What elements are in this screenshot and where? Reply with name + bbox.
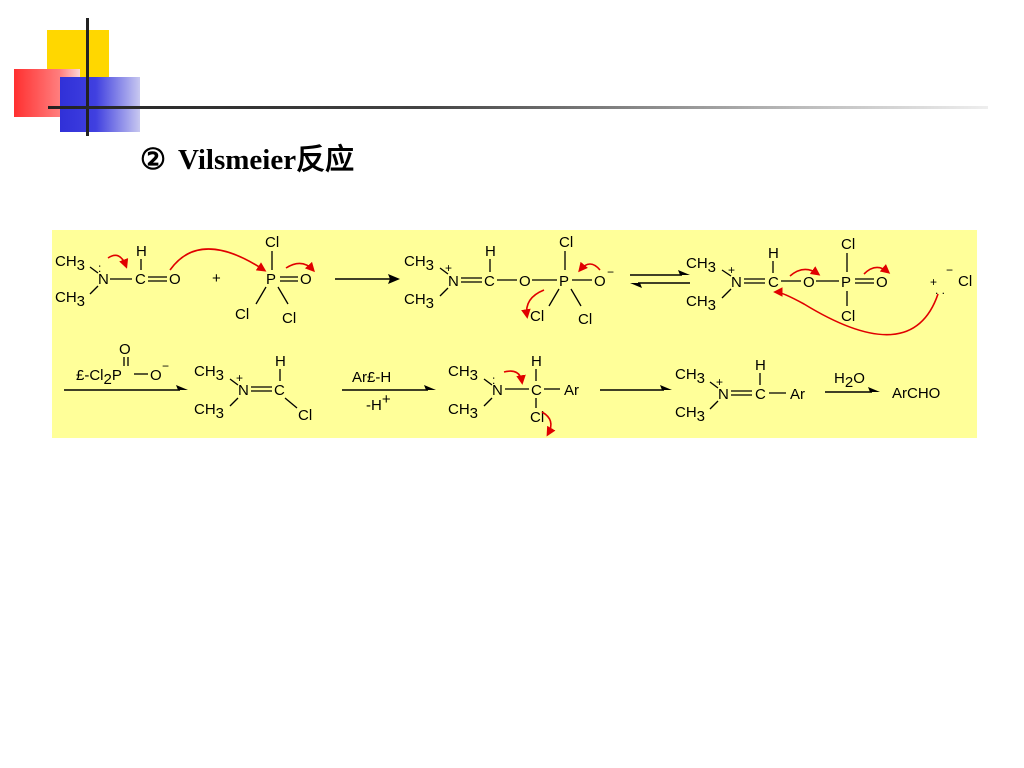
svg-text:CH3: CH3	[194, 363, 224, 384]
svg-text:H: H	[136, 243, 147, 260]
svg-text:CH3: CH3	[404, 253, 434, 274]
svg-text:-H+: -H+	[366, 391, 391, 414]
svg-text:C: C	[531, 382, 542, 399]
svg-text:H: H	[768, 245, 779, 262]
svg-text:Cl: Cl	[559, 234, 573, 251]
svg-text:H: H	[485, 243, 496, 260]
svg-text:C: C	[768, 274, 779, 291]
svg-text:−: −	[607, 265, 614, 279]
svg-text:O: O	[150, 367, 162, 384]
svg-text:O: O	[594, 273, 606, 290]
title-text: Vilsmeier反应	[178, 144, 355, 176]
svg-text:+: +	[445, 261, 452, 275]
svg-text:N: N	[238, 382, 249, 399]
svg-text:C: C	[274, 382, 285, 399]
product-archo: ArCHO	[892, 385, 940, 402]
svg-text:N: N	[492, 382, 503, 399]
svg-text:C: C	[755, 386, 766, 403]
pocl3-molecule: Cl P O Cl Cl	[169, 234, 315, 327]
intermediate-2: CH3 CH3 + N C H O Cl P O Cl	[686, 236, 891, 325]
reaction-scheme: CH3 CH3 N : C H O + Cl P O Cl Cl CH3	[55, 234, 972, 437]
chloride-ion: − + . . Cl	[773, 263, 972, 336]
intermediate-1: CH3 CH3 + N C H O Cl P O − Cl Cl	[404, 234, 614, 328]
svg-text:O: O	[300, 271, 312, 288]
iminium-chloride: CH3 CH3 + N C H Cl	[194, 353, 312, 424]
svg-text:Cl: Cl	[235, 306, 249, 323]
svg-text:+: +	[728, 263, 735, 277]
svg-text:+: +	[930, 275, 937, 289]
reaction-arrow-1	[335, 274, 400, 284]
svg-text:CH3: CH3	[675, 366, 705, 387]
svg-text:CH3: CH3	[675, 404, 705, 425]
svg-text:Cl: Cl	[578, 311, 592, 328]
svg-text:−: −	[162, 359, 169, 373]
svg-text:CH3: CH3	[55, 289, 85, 310]
svg-text:CH3: CH3	[686, 293, 716, 314]
svg-text:N: N	[718, 386, 729, 403]
reaction-scheme-panel: CH3 CH3 N : C H O + Cl P O Cl Cl CH3	[52, 230, 977, 438]
dmf-molecule: CH3 CH3 N : C H O	[55, 243, 181, 310]
svg-text:CH3: CH3	[194, 401, 224, 422]
svg-text:−: −	[946, 263, 953, 277]
svg-text:Cl: Cl	[265, 234, 279, 251]
svg-text:O: O	[169, 271, 181, 288]
deco-vertical-line	[86, 18, 89, 136]
reaction-arrow-arene: Ar£-H -H+	[342, 369, 436, 414]
sigma-adduct: CH3 CH3 : N C H Ar Cl	[448, 353, 579, 437]
svg-text::: :	[492, 373, 495, 387]
svg-text:C: C	[135, 271, 146, 288]
svg-text:Ar£-H: Ar£-H	[352, 369, 391, 386]
svg-text:H: H	[755, 357, 766, 374]
svg-text:CH3: CH3	[448, 401, 478, 422]
svg-text:. .: . .	[935, 283, 945, 297]
svg-text:+: +	[716, 375, 723, 389]
svg-text:O: O	[519, 273, 531, 290]
svg-text:+: +	[236, 371, 243, 385]
hydrolysis-arrow: H2O	[825, 370, 880, 393]
slide-title: ② Vilsmeier反应	[140, 136, 354, 178]
svg-text:CH3: CH3	[404, 291, 434, 312]
svg-text:Cl: Cl	[958, 273, 972, 290]
svg-text:N: N	[98, 271, 109, 288]
title-number: ②	[140, 144, 166, 176]
svg-text::: :	[98, 261, 101, 275]
svg-text:O: O	[119, 341, 131, 358]
equilibrium-arrow	[630, 270, 690, 288]
svg-text:Cl: Cl	[282, 310, 296, 327]
leaving-group-reagent: O £-Cl2P O −	[64, 341, 188, 391]
svg-text:N: N	[448, 273, 459, 290]
svg-text:Ar: Ar	[790, 386, 805, 403]
svg-text:H2O: H2O	[834, 370, 865, 391]
svg-text:Cl: Cl	[530, 308, 544, 325]
svg-text:Cl: Cl	[530, 409, 544, 426]
svg-text:£-Cl2P: £-Cl2P	[76, 367, 122, 388]
svg-text:H: H	[275, 353, 286, 370]
svg-text:P: P	[841, 274, 851, 291]
svg-text:H: H	[531, 353, 542, 370]
svg-text:O: O	[876, 274, 888, 291]
deco-blue-square	[60, 77, 140, 132]
svg-text:Cl: Cl	[841, 236, 855, 253]
aryl-iminium: CH3 CH3 + N C H Ar	[675, 357, 805, 425]
svg-text:O: O	[803, 274, 815, 291]
deco-horizontal-line	[48, 106, 988, 109]
svg-text:C: C	[484, 273, 495, 290]
svg-text:N: N	[731, 274, 742, 291]
reaction-arrow-2	[600, 385, 672, 391]
svg-text:CH3: CH3	[448, 363, 478, 384]
svg-text:P: P	[559, 273, 569, 290]
svg-text:CH3: CH3	[686, 255, 716, 276]
svg-text:P: P	[266, 271, 276, 288]
svg-text:Ar: Ar	[564, 382, 579, 399]
plus-sign-1: +	[212, 270, 221, 287]
svg-text:CH3: CH3	[55, 253, 85, 274]
svg-text:Cl: Cl	[298, 407, 312, 424]
svg-text:Cl: Cl	[841, 308, 855, 325]
